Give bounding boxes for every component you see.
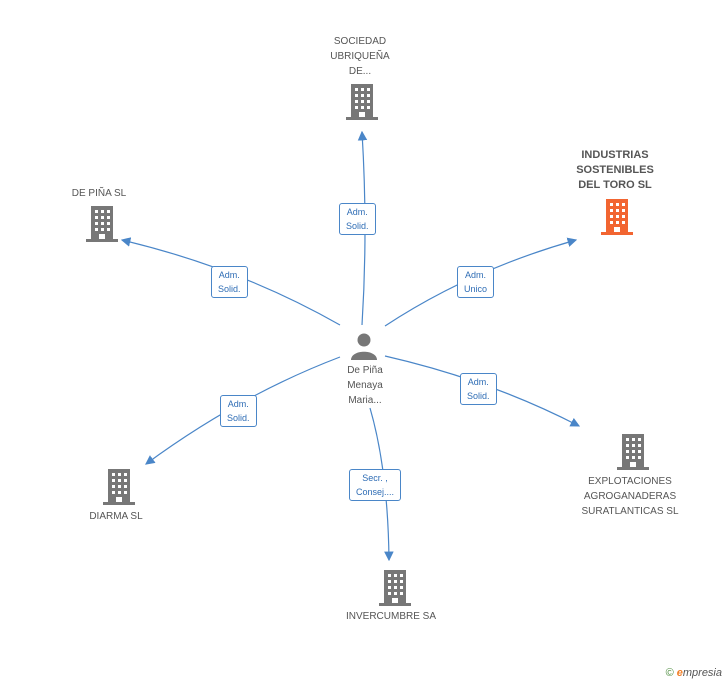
role-tag-invercumbre[interactable]: Secr. , Consej.... bbox=[349, 469, 402, 501]
company-industrias-label[interactable]: INDUSTRIAS SOSTENIBLES DEL TORO SL bbox=[576, 149, 654, 191]
person-name[interactable]: De Piña Menaya Maria... bbox=[347, 365, 383, 406]
company-diarma-label[interactable]: DIARMA SL bbox=[89, 511, 143, 522]
brand-initial: e bbox=[676, 667, 683, 679]
person-icon[interactable] bbox=[350, 332, 378, 360]
company-depina-label[interactable]: DE PIÑA SL bbox=[71, 188, 127, 199]
company-invercumbre-label[interactable]: INVERCUMBRE SA bbox=[345, 611, 436, 622]
role-tag-depina[interactable]: Adm. Solid. bbox=[211, 266, 248, 298]
building-icon[interactable] bbox=[379, 570, 411, 606]
building-icon[interactable] bbox=[346, 84, 378, 120]
building-icon[interactable] bbox=[86, 206, 118, 242]
role-tag-explotaciones[interactable]: Adm. Solid. bbox=[460, 373, 497, 405]
building-icon[interactable] bbox=[601, 199, 633, 235]
company-sociedad-label[interactable]: SOCIEDAD UBRIQUEÑA DE... bbox=[330, 36, 390, 77]
role-tag-industrias[interactable]: Adm. Unico bbox=[457, 266, 495, 298]
copyright-icon: © bbox=[665, 667, 674, 679]
brand-footer: © empresia bbox=[666, 667, 722, 679]
company-explotaciones-label[interactable]: EXPLOTACIONES AGROGANADERAS SURATLANTICA… bbox=[581, 476, 679, 517]
role-tag-sociedad[interactable]: Adm. Solid. bbox=[339, 203, 376, 235]
brand-name: mpresia bbox=[682, 667, 722, 679]
building-icon[interactable] bbox=[103, 469, 135, 505]
building-icon[interactable] bbox=[617, 434, 649, 470]
role-tag-diarma[interactable]: Adm. Solid. bbox=[220, 395, 257, 427]
